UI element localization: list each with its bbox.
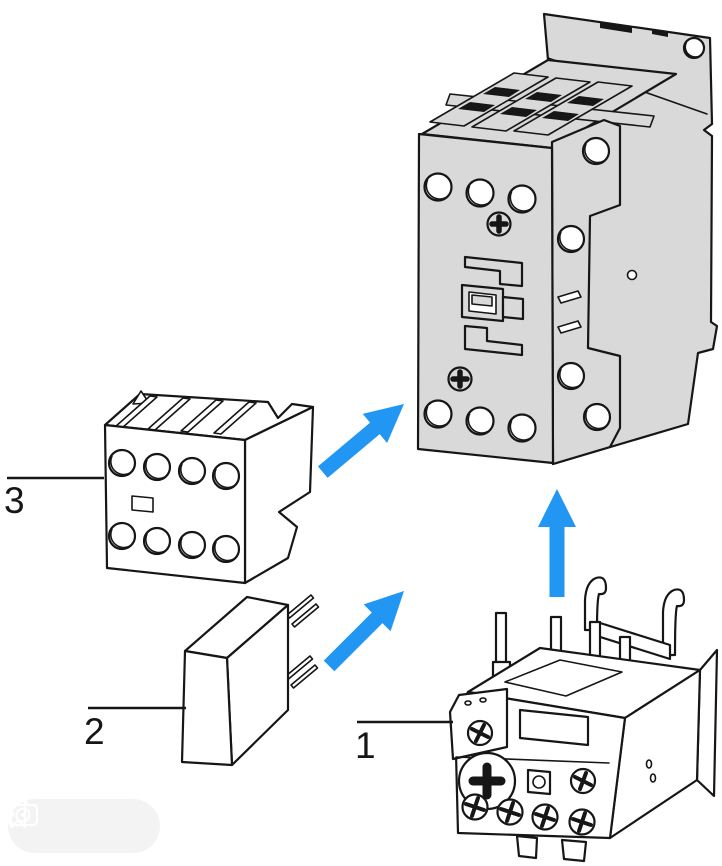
relay-label-plate [518, 708, 590, 747]
aux-side-face [243, 405, 315, 585]
relay-foot [515, 834, 539, 860]
suppressor-pin [291, 603, 320, 628]
relay-hook-right [661, 588, 686, 657]
contactor [416, 12, 719, 466]
suppressor-module [180, 594, 320, 767]
mounting-hole [682, 36, 706, 60]
viewer-toolbar [8, 799, 160, 853]
relay-hook-left [583, 576, 608, 632]
relay-pin [494, 611, 508, 666]
arrow-relay-to-contactor [538, 489, 576, 597]
relay-hook-bar [595, 620, 672, 661]
more-options-icon [9, 800, 15, 828]
aux-front-face [103, 423, 247, 585]
overload-relay [448, 576, 719, 863]
camera-icon [8, 799, 38, 827]
mounting-arrows [317, 404, 576, 672]
callout-label-1: 1 [355, 725, 376, 766]
relay-foot [560, 838, 588, 863]
aux-contact-block [103, 390, 315, 585]
more-options-button[interactable] [9, 800, 152, 843]
camera-button[interactable] [8, 799, 101, 843]
suppressor-pin [290, 664, 319, 689]
callout-label-2: 2 [84, 711, 105, 752]
contact-indicator [463, 255, 524, 288]
callout-label-3: 3 [4, 480, 25, 521]
arrow-aux-to-contactor [317, 404, 404, 478]
arrow-suppressor-to-contactor [323, 591, 404, 672]
suppressor-front-face [180, 649, 234, 767]
callouts: 3 2 1 [4, 476, 453, 766]
